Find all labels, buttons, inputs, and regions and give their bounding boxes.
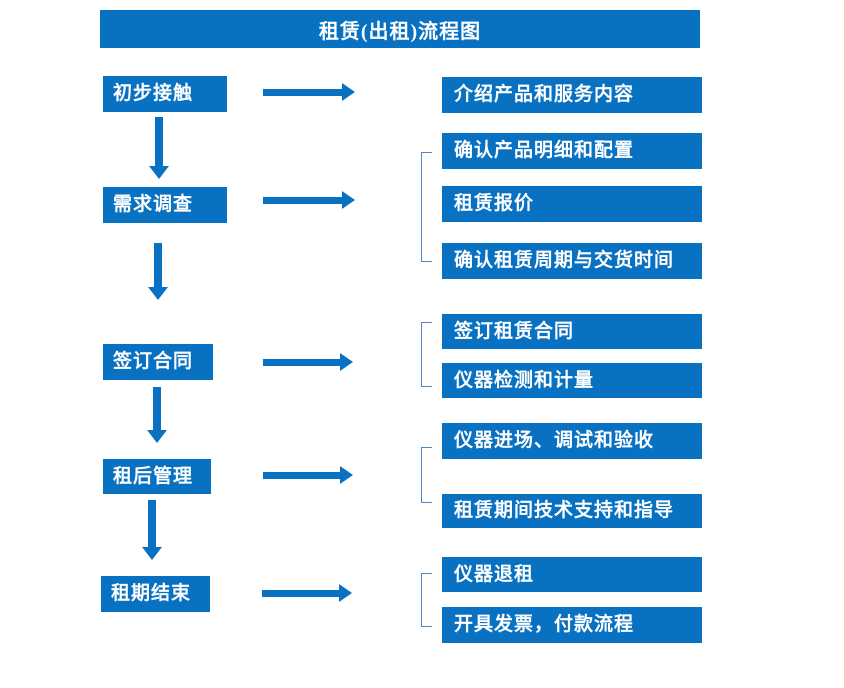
arrow-head-icon — [339, 584, 352, 602]
right-arrow-connector-4 — [263, 466, 353, 484]
group-bracket-3 — [421, 447, 432, 503]
detail-box-rental-tech-support: 租赁期间技术支持和指导 — [442, 494, 702, 528]
right-arrow-connector-1 — [263, 83, 355, 101]
arrow-head-icon — [149, 166, 169, 179]
right-arrow-connector-5 — [262, 584, 352, 602]
detail-box-introduce-products: 介绍产品和服务内容 — [442, 77, 702, 113]
arrow-shaft — [153, 387, 161, 432]
page-title: 租赁(出租)流程图 — [318, 20, 482, 43]
arrow-shaft — [154, 243, 162, 289]
detail-box-confirm-details-config: 确认产品明细和配置 — [442, 133, 702, 169]
arrow-head-icon — [148, 287, 168, 300]
group-bracket-1 — [421, 152, 432, 262]
down-arrow-connector-2 — [147, 243, 169, 300]
detail-box-rental-quote: 租赁报价 — [442, 186, 702, 222]
arrow-shaft — [263, 471, 342, 479]
step-box-initial-contact: 初步接触 — [103, 76, 227, 112]
arrow-head-icon — [342, 191, 355, 209]
step-box-sign-contract: 签订合同 — [103, 344, 213, 380]
step-box-rental-end: 租期结束 — [101, 576, 210, 612]
group-bracket-4 — [421, 573, 432, 627]
step-box-demand-survey: 需求调查 — [103, 187, 227, 223]
arrow-head-icon — [340, 466, 353, 484]
detail-box-instrument-return: 仪器退租 — [442, 557, 702, 592]
arrow-head-icon — [342, 83, 355, 101]
right-arrow-connector-2 — [263, 191, 355, 209]
arrow-head-icon — [147, 430, 167, 443]
down-arrow-connector-4 — [141, 500, 163, 560]
detail-box-instrument-testing: 仪器检测和计量 — [442, 363, 702, 398]
down-arrow-connector-1 — [148, 117, 170, 179]
detail-box-sign-rental-contract: 签订租赁合同 — [442, 314, 702, 349]
down-arrow-connector-3 — [146, 387, 168, 443]
arrow-shaft — [263, 358, 342, 366]
arrow-shaft — [262, 589, 341, 597]
arrow-shaft — [263, 196, 344, 204]
arrow-shaft — [263, 88, 344, 96]
arrow-shaft — [148, 500, 156, 549]
title-banner: 租赁(出租)流程图 — [100, 10, 700, 48]
step-box-post-rental-management: 租后管理 — [103, 459, 211, 494]
detail-box-confirm-period-delivery: 确认租赁周期与交货时间 — [442, 243, 702, 279]
detail-box-instrument-setup-acceptance: 仪器进场、调试和验收 — [442, 423, 702, 459]
arrow-head-icon — [340, 353, 353, 371]
detail-box-invoice-payment: 开具发票，付款流程 — [442, 607, 702, 643]
right-arrow-connector-3 — [263, 353, 353, 371]
arrow-shaft — [155, 117, 163, 168]
group-bracket-2 — [421, 322, 432, 387]
arrow-head-icon — [142, 547, 162, 560]
